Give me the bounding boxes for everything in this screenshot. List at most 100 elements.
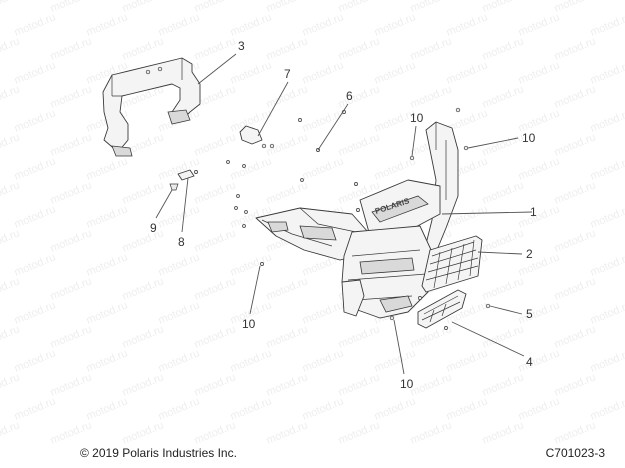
- watermark-text: motod.ru: [229, 251, 274, 278]
- watermark-text: motod.ru: [193, 419, 238, 446]
- watermark-text: motod.ru: [481, 419, 526, 446]
- watermark-text: motod.ru: [121, 275, 166, 302]
- watermark-text: motod.ru: [49, 0, 94, 15]
- watermark-text: motod.ru: [553, 323, 598, 350]
- watermark-text: motod.ru: [85, 251, 130, 278]
- watermark-text: motod.ru: [13, 299, 58, 326]
- watermark-text: motod.ru: [193, 323, 238, 350]
- watermark-text: motod.ru: [517, 395, 562, 422]
- watermark-text: motod.ru: [409, 83, 454, 110]
- watermark-text: motod.ru: [517, 203, 562, 230]
- watermark-text: motod.ru: [85, 155, 130, 182]
- watermark-text: motod.ru: [0, 0, 21, 15]
- watermark-text: motod.ru: [517, 59, 562, 86]
- watermark-text: motod.ru: [49, 371, 94, 398]
- watermark-text: motod.ru: [85, 347, 130, 374]
- watermark-text: motod.ru: [481, 371, 526, 398]
- watermark-text: motod.ru: [121, 0, 166, 15]
- watermark-text: motod.ru: [553, 371, 598, 398]
- watermark-text: motod.ru: [13, 203, 58, 230]
- watermark-text: motod.ru: [445, 11, 490, 38]
- watermark-text: motod.ru: [157, 299, 202, 326]
- watermark-text: motod.ru: [193, 179, 238, 206]
- watermark-text: motod.ru: [481, 179, 526, 206]
- watermark-text: motod.ru: [301, 11, 346, 38]
- watermark-text: motod.ru: [265, 83, 310, 110]
- watermark-text: motod.ru: [49, 35, 94, 62]
- watermark-text: motod.ru: [229, 347, 274, 374]
- watermark-text: motod.ru: [229, 11, 274, 38]
- callout-3: 3: [238, 39, 245, 53]
- watermark-text: motod.ru: [589, 299, 625, 326]
- watermark-text: motod.ru: [85, 395, 130, 422]
- part-9-push-rivet: [169, 183, 179, 191]
- watermark-text: motod.ru: [301, 347, 346, 374]
- watermark-text: motod.ru: [553, 0, 598, 15]
- watermark-text: motod.ru: [265, 371, 310, 398]
- watermark-text: motod.ru: [553, 419, 598, 446]
- copyright-notice: © 2019 Polaris Industries Inc.: [80, 446, 237, 460]
- watermark-text: motod.ru: [265, 275, 310, 302]
- watermark-text: motod.ru: [517, 299, 562, 326]
- callout-8: 8: [178, 235, 185, 249]
- watermark-text: motod.ru: [409, 419, 454, 446]
- watermark-text: motod.ru: [121, 35, 166, 62]
- watermark-text: motod.ru: [49, 179, 94, 206]
- watermark-text: motod.ru: [337, 371, 382, 398]
- watermark-text: motod.ru: [589, 251, 625, 278]
- watermark-text: motod.ru: [193, 0, 238, 15]
- callout-10-left: 10: [242, 317, 256, 331]
- callout-7: 7: [284, 67, 291, 81]
- watermark-text: motod.ru: [193, 227, 238, 254]
- watermark-text: motod.ru: [481, 323, 526, 350]
- watermark-text: motod.ru: [517, 347, 562, 374]
- watermark-text: motod.ru: [0, 35, 21, 62]
- part-1-front-bumper: POLARIS: [255, 121, 459, 319]
- figure-id: C701023-3: [545, 446, 605, 460]
- watermark-text: motod.ru: [481, 275, 526, 302]
- watermark-text: motod.ru: [409, 0, 454, 15]
- part-4-lower-grille: [417, 289, 467, 329]
- watermark-text: motod.ru: [85, 11, 130, 38]
- callout-6: 6: [346, 89, 353, 103]
- watermark-text: motod.ru: [589, 347, 625, 374]
- watermark-text: motod.ru: [157, 11, 202, 38]
- watermark-text: motod.ru: [85, 299, 130, 326]
- watermark-text: motod.ru: [481, 227, 526, 254]
- watermark-text: motod.ru: [193, 275, 238, 302]
- watermark-text: motod.ru: [301, 299, 346, 326]
- watermark-text: motod.ru: [337, 35, 382, 62]
- watermark-text: motod.ru: [553, 227, 598, 254]
- watermark-text: motod.ru: [85, 203, 130, 230]
- watermark-text: motod.ru: [481, 131, 526, 158]
- watermark-text: motod.ru: [301, 107, 346, 134]
- watermark-text: motod.ru: [13, 251, 58, 278]
- watermark-text: motod.ru: [517, 155, 562, 182]
- watermark-text: motod.ru: [0, 83, 21, 110]
- watermark-text: motod.ru: [553, 35, 598, 62]
- watermark-text: motod.ru: [229, 59, 274, 86]
- watermark-text: motod.ru: [553, 179, 598, 206]
- watermark-text: motod.ru: [337, 83, 382, 110]
- watermark-text: motod.ru: [589, 107, 625, 134]
- callout-4: 4: [526, 355, 533, 369]
- watermark-text: motod.ru: [589, 59, 625, 86]
- watermark-text: motod.ru: [337, 131, 382, 158]
- watermark-text: motod.ru: [193, 371, 238, 398]
- watermark-text: motod.ru: [193, 131, 238, 158]
- watermark-text: motod.ru: [301, 59, 346, 86]
- watermark-text: motod.ru: [229, 155, 274, 182]
- watermark-text: motod.ru: [481, 83, 526, 110]
- watermark-text: motod.ru: [409, 35, 454, 62]
- watermark-text: motod.ru: [0, 419, 21, 446]
- watermark-text: motod.ru: [265, 35, 310, 62]
- watermark-text: motod.ru: [517, 11, 562, 38]
- watermark-text: motod.ru: [0, 371, 21, 398]
- watermark-text: motod.ru: [13, 11, 58, 38]
- watermark-text: motod.ru: [157, 347, 202, 374]
- watermark-text: motod.ru: [445, 347, 490, 374]
- watermark-text: motod.ru: [553, 83, 598, 110]
- watermark-text: motod.ru: [121, 179, 166, 206]
- watermark-text: motod.ru: [157, 395, 202, 422]
